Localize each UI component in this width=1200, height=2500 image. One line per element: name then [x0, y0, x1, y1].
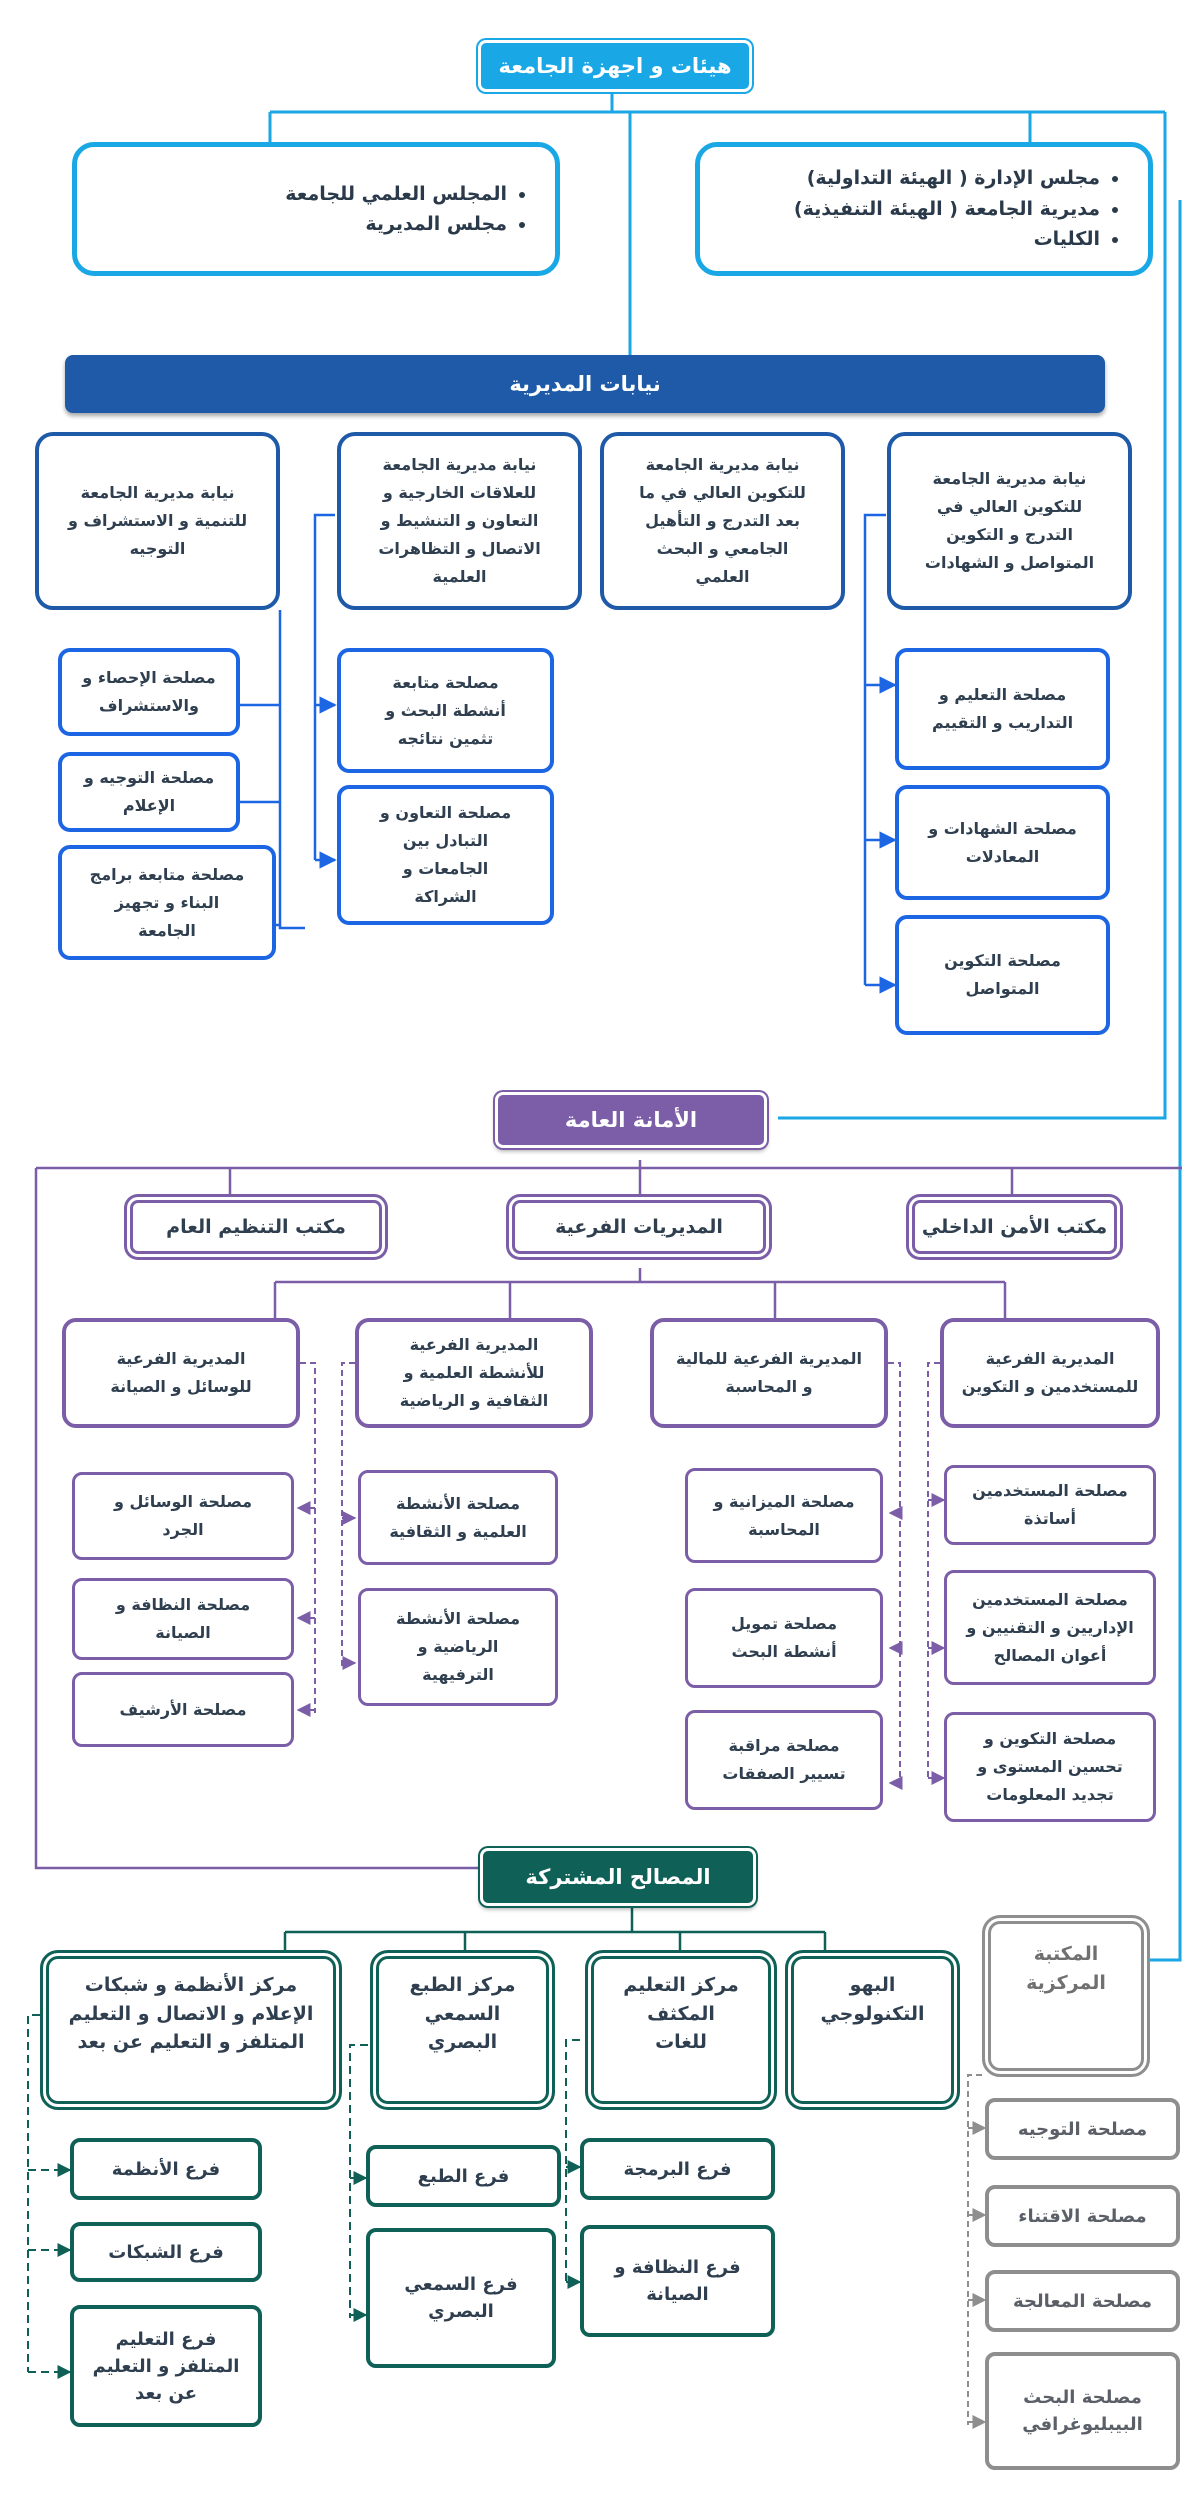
vice-rectorate-undergrad-node: نيابة مديرية الجامعة للتكوين العالي في ا… [887, 432, 1132, 610]
councils-list: المجلس العلمي للجامعة مجلس المديرية [285, 179, 555, 240]
subdirectorate-means-maintenance: المديرية الفرعية للوسائل و الصيانة [62, 1318, 300, 1428]
library-service-box: مصلحة المعالجة [985, 2270, 1180, 2332]
secretariat-service-box: مصلحة تمويل أنشطة البحث [685, 1588, 883, 1688]
center-branch-box: فرع السمعي البصري [366, 2228, 556, 2368]
vice-rectorate-relations-node: نيابة مديرية الجامعة للعلاقات الخارجية و… [337, 432, 582, 610]
vice-service-box: مصلحة متابعة أنشطة البحث و تثمين نتائجه [337, 648, 554, 773]
secretariat-service-box: مصلحة التكوين و تحسين المستوى و تجديد ال… [944, 1712, 1156, 1822]
vice-service-box: مصلحة الإحصاء و والاستشراف [58, 648, 240, 736]
secretariat-service-box: مصلحة النظافة و الصيانة [72, 1578, 294, 1660]
list-item: المجلس العلمي للجامعة [285, 179, 507, 209]
center-branch-box: فرع الأنظمة [70, 2138, 262, 2200]
list-item: مجلس المديرية [285, 209, 507, 239]
vice-service-box: مصلحة التوجيه و الإعلام [58, 752, 240, 832]
audiovisual-print-center: مركز الطبع السمعي البصري [370, 1950, 555, 2110]
language-center: مركز التعليم المكثف للغات [585, 1950, 777, 2110]
vice-rectorate-postgrad-node: نيابة مديرية الجامعة للتكوين العالي في م… [600, 432, 845, 610]
library-service-box: مصلحة البحث البيبليوغرافي [985, 2352, 1180, 2470]
vice-service-box: مصلحة التعاون و التبادل بين الجامعات و ا… [337, 785, 554, 925]
library-service-box: مصلحة الاقتناء [985, 2185, 1180, 2247]
secretariat-service-box: مصلحة الوسائل و الجرد [72, 1472, 294, 1560]
list-item: الكليات [794, 224, 1100, 254]
vice-service-box: مصلحة متابعة برامج البناء و تجهيز الجامع… [58, 845, 276, 960]
councils-box: المجلس العلمي للجامعة مجلس المديرية [72, 142, 560, 276]
center-branch-box: فرع الطبع [366, 2145, 561, 2207]
central-library: المكتبة المركزية [982, 1915, 1150, 2077]
governance-bodies-list: مجلس الإدارة ( الهيئة التداولية) مديرية … [794, 163, 1148, 254]
sub-directorates-group: المديريات الفرعية [509, 1197, 769, 1257]
center-branch-box: فرع البرمجة [580, 2138, 775, 2200]
common-services-header: المصالح المشتركة [480, 1848, 756, 1906]
internal-security-office: مكتب الأمن الداخلي [909, 1197, 1120, 1257]
tech-hall-center: البهو التكنولوجي [785, 1950, 960, 2110]
secretariat-service-box: مصلحة المستخدمين أساتذة [944, 1465, 1156, 1545]
vice-service-box: مصلحة التكوين المتواصل [895, 915, 1110, 1035]
list-item: مديرية الجامعة ( الهيئة التنفيذية) [794, 194, 1100, 224]
secretariat-service-box: مصلحة الأنشطة العلمية و الثقافية [358, 1470, 558, 1565]
general-secretariat-header: الأمانة العامة [495, 1092, 767, 1148]
vice-service-box: مصلحة التعليم و التداريب و التقييم [895, 648, 1110, 770]
vice-rectorates-header: نيابات المديرية [65, 355, 1105, 413]
secretariat-service-box: مصلحة الميزانية و المحاسبة [685, 1468, 883, 1563]
center-branch-box: فرع النظافة و الصيانة [580, 2225, 775, 2337]
governance-bodies-box: مجلس الإدارة ( الهيئة التداولية) مديرية … [695, 142, 1153, 276]
vice-service-box: مصلحة الشهادات و المعادلات [895, 785, 1110, 900]
vice-rectorate-development-node: نيابة مديرية الجامعة للتنمية و الاستشراف… [35, 432, 280, 610]
university-bodies-header: هيئات و اجهزة الجامعة [478, 40, 752, 92]
secretariat-service-box: مصلحة المستخدمين الإداريين و التقنيين و … [944, 1570, 1156, 1685]
secretariat-service-box: مصلحة الأرشيف [72, 1672, 294, 1747]
list-item: مجلس الإدارة ( الهيئة التداولية) [794, 163, 1100, 193]
center-branch-box: فرع الشبكات [70, 2222, 262, 2282]
secretariat-service-box: مصلحة الأنشطة الرياضية و الترفيهية [358, 1588, 558, 1706]
subdirectorate-activities: المديرية الفرعية للأنشطة العلمية و الثقا… [355, 1318, 593, 1428]
subdirectorate-staff-training: المديرية الفرعية للمستخدمين و التكوين [940, 1318, 1160, 1428]
subdirectorate-finance: المديرية الفرعية للمالية و المحاسبة [650, 1318, 888, 1428]
secretariat-service-box: مصلحة مراقبة تسيير الصفقات [685, 1710, 883, 1810]
library-service-box: مصلحة التوجيه [985, 2098, 1180, 2160]
center-branch-box: فرع التعليم المتلفز و التعليم عن بعد [70, 2305, 262, 2427]
systems-networks-center: مركز الأنظمة و شبكات الإعلام و الاتصال و… [40, 1950, 342, 2110]
general-organization-office: مكتب التنظيم العام [127, 1197, 385, 1257]
